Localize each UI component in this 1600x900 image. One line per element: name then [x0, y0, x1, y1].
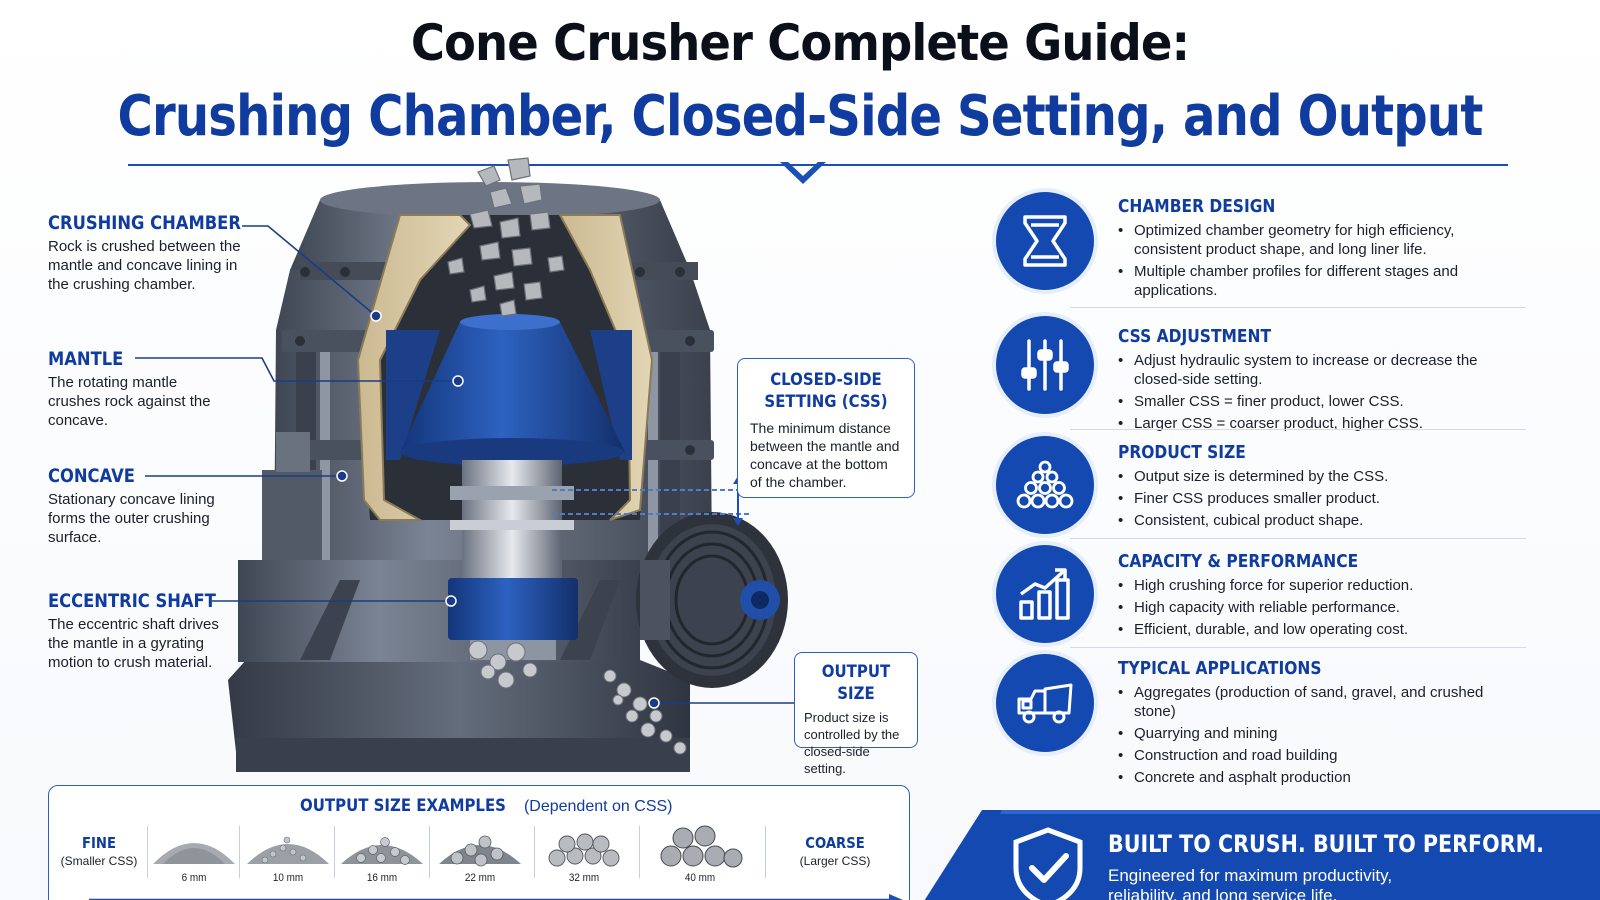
examples-coarse: COARSE (Larger CSS)	[785, 834, 885, 868]
bar-chart-growth-icon	[996, 545, 1094, 643]
banner-subtitle: Engineered for maximum productivity, rel…	[1108, 866, 1393, 900]
feature-chamber-design: CHAMBER DESIGN Optimized chamber geometr…	[996, 192, 1526, 302]
gravel-pile-icon	[247, 836, 329, 864]
feature-typical-applications: TYPICAL APPLICATIONS Aggregates (product…	[996, 654, 1526, 787]
sample-size-label: 40 mm	[684, 872, 716, 884]
feature-product-size: PRODUCT SIZE Output size is determined b…	[996, 436, 1526, 536]
feature-divider	[1070, 538, 1526, 539]
label-concave-text: Stationary concave lining forms the oute…	[48, 491, 215, 546]
feature-bullet: High capacity with reliable performance.	[1118, 598, 1518, 617]
gravel-pile-icon	[439, 835, 521, 867]
examples-divider	[147, 826, 148, 878]
output-size-examples: OUTPUT SIZE EXAMPLES (Dependent on CSS) …	[48, 785, 910, 900]
sample-16mm: 16 mm	[337, 820, 427, 884]
dump-truck-icon	[996, 654, 1094, 752]
sample-size-label: 22 mm	[464, 872, 496, 884]
stone-pile-icon	[660, 825, 743, 868]
label-mantle-text: The rotating mantle crushes rock against…	[48, 374, 211, 429]
callout-css-heading: CLOSED-SIDE SETTING (CSS)	[764, 370, 888, 412]
sample-size-label: 6 mm	[181, 872, 207, 884]
sample-22mm: 22 mm	[435, 820, 525, 884]
sliders-icon	[996, 316, 1094, 414]
stone-pile-icon	[996, 436, 1094, 534]
sample-6mm: 6 mm	[149, 820, 239, 884]
feature-applications-heading: TYPICAL APPLICATIONS	[1118, 658, 1322, 679]
feature-bullet: Optimized chamber geometry for high effi…	[1118, 221, 1518, 259]
shield-check-icon	[1013, 827, 1083, 900]
feature-product-size-heading: PRODUCT SIZE	[1118, 442, 1246, 463]
examples-coarse-label: COARSE	[805, 834, 865, 852]
label-crushing-chamber-heading: CRUSHING CHAMBER	[48, 212, 241, 234]
feature-bullet: Multiple chamber profiles for different …	[1118, 262, 1518, 300]
callout-css-text: The minimum distance between the mantle …	[750, 420, 900, 490]
label-mantle-heading: MANTLE	[48, 348, 124, 370]
examples-title-main: OUTPUT SIZE EXAMPLES	[299, 796, 506, 816]
feature-capacity-heading: CAPACITY & PERFORMANCE	[1118, 551, 1359, 572]
banner-background	[924, 810, 1600, 900]
callout-output-size: OUTPUT SIZE Product size is controlled b…	[794, 652, 918, 776]
feature-bullet: Finer CSS produces smaller product.	[1118, 489, 1518, 508]
feature-bullet: Output size is determined by the CSS.	[1118, 467, 1518, 486]
stone-pile-icon	[548, 833, 620, 867]
sample-size-label: 10 mm	[272, 872, 304, 884]
callout-output-heading: OUTPUT SIZE	[821, 662, 891, 704]
label-concave-heading: CONCAVE	[48, 465, 135, 487]
label-eccentric-shaft-heading: ECCENTRIC SHAFT	[48, 590, 216, 612]
examples-divider	[765, 826, 766, 878]
feature-chamber-design-heading: CHAMBER DESIGN	[1118, 196, 1276, 217]
examples-divider	[429, 826, 430, 878]
callout-output-text: Product size is controlled by the closed…	[804, 710, 900, 776]
sample-32mm: 32 mm	[539, 820, 629, 884]
label-eccentric-shaft-text: The eccentric shaft drives the mantle in…	[48, 616, 219, 671]
feature-bullet: Adjust hydraulic system to increase or d…	[1118, 351, 1518, 389]
sample-40mm: 40 mm	[655, 820, 745, 884]
label-concave: CONCAVE Stationary concave lining forms …	[48, 465, 228, 547]
examples-divider	[239, 826, 240, 878]
examples-fine: FINE (Smaller CSS)	[49, 834, 149, 868]
gravel-pile-icon	[341, 837, 423, 865]
examples-divider	[334, 826, 335, 878]
feature-bullet: High crushing force for superior reducti…	[1118, 576, 1518, 595]
feature-divider	[1070, 429, 1526, 430]
examples-divider	[534, 826, 535, 878]
examples-title-suffix: (Dependent on CSS)	[523, 798, 673, 815]
feature-bullet: Quarrying and mining	[1118, 724, 1518, 743]
feature-divider	[1070, 307, 1526, 308]
label-crushing-chamber-text: Rock is crushed between the mantle and c…	[48, 238, 241, 293]
feature-capacity-performance: CAPACITY & PERFORMANCE High crushing for…	[996, 545, 1526, 645]
feature-bullet: Aggregates (production of sand, gravel, …	[1118, 683, 1518, 721]
feature-bullet: Efficient, durable, and low operating co…	[1118, 620, 1518, 639]
feature-bullet: Larger CSS = coarser product, higher CSS…	[1118, 414, 1518, 433]
callout-closed-side-setting: CLOSED-SIDE SETTING (CSS) The minimum di…	[737, 358, 915, 498]
examples-divider	[639, 826, 640, 878]
feature-bullet: Smaller CSS = finer product, lower CSS.	[1118, 392, 1518, 411]
banner-title: BUILT TO CRUSH. BUILT TO PERFORM.	[1108, 830, 1544, 858]
sample-10mm: 10 mm	[243, 820, 333, 884]
sample-size-label: 16 mm	[366, 872, 398, 884]
examples-fine-label: FINE	[81, 834, 116, 852]
examples-fine-sub: (Smaller CSS)	[60, 854, 138, 868]
hourglass-chamber-icon	[996, 192, 1094, 290]
fine-gravel-pile-icon	[153, 843, 235, 864]
chevron-down-icon	[780, 162, 826, 184]
label-crushing-chamber: CRUSHING CHAMBER Rock is crushed between…	[48, 212, 248, 294]
feature-css-adjustment: CSS ADJUSTMENT Adjust hydraulic system t…	[996, 316, 1526, 433]
feature-divider	[1070, 647, 1526, 648]
examples-title: OUTPUT SIZE EXAMPLES (Dependent on CSS)	[49, 796, 909, 816]
feature-bullet: Construction and road building	[1118, 746, 1518, 765]
fine-to-coarse-arrow-icon	[89, 894, 903, 900]
feature-bullet: Consistent, cubical product shape.	[1118, 511, 1518, 530]
title-line-1: Cone Crusher Complete Guide:	[410, 14, 1190, 72]
feature-css-adjustment-heading: CSS ADJUSTMENT	[1118, 326, 1272, 347]
label-mantle: MANTLE The rotating mantle crushes rock …	[48, 348, 228, 430]
sample-size-label: 32 mm	[568, 872, 600, 884]
label-eccentric-shaft: ECCENTRIC SHAFT The eccentric shaft driv…	[48, 590, 238, 672]
title-line-2: Crushing Chamber, Closed-Side Setting, a…	[117, 84, 1483, 149]
feature-bullet: Concrete and asphalt production	[1118, 768, 1518, 787]
examples-coarse-sub: (Larger CSS)	[799, 854, 871, 868]
